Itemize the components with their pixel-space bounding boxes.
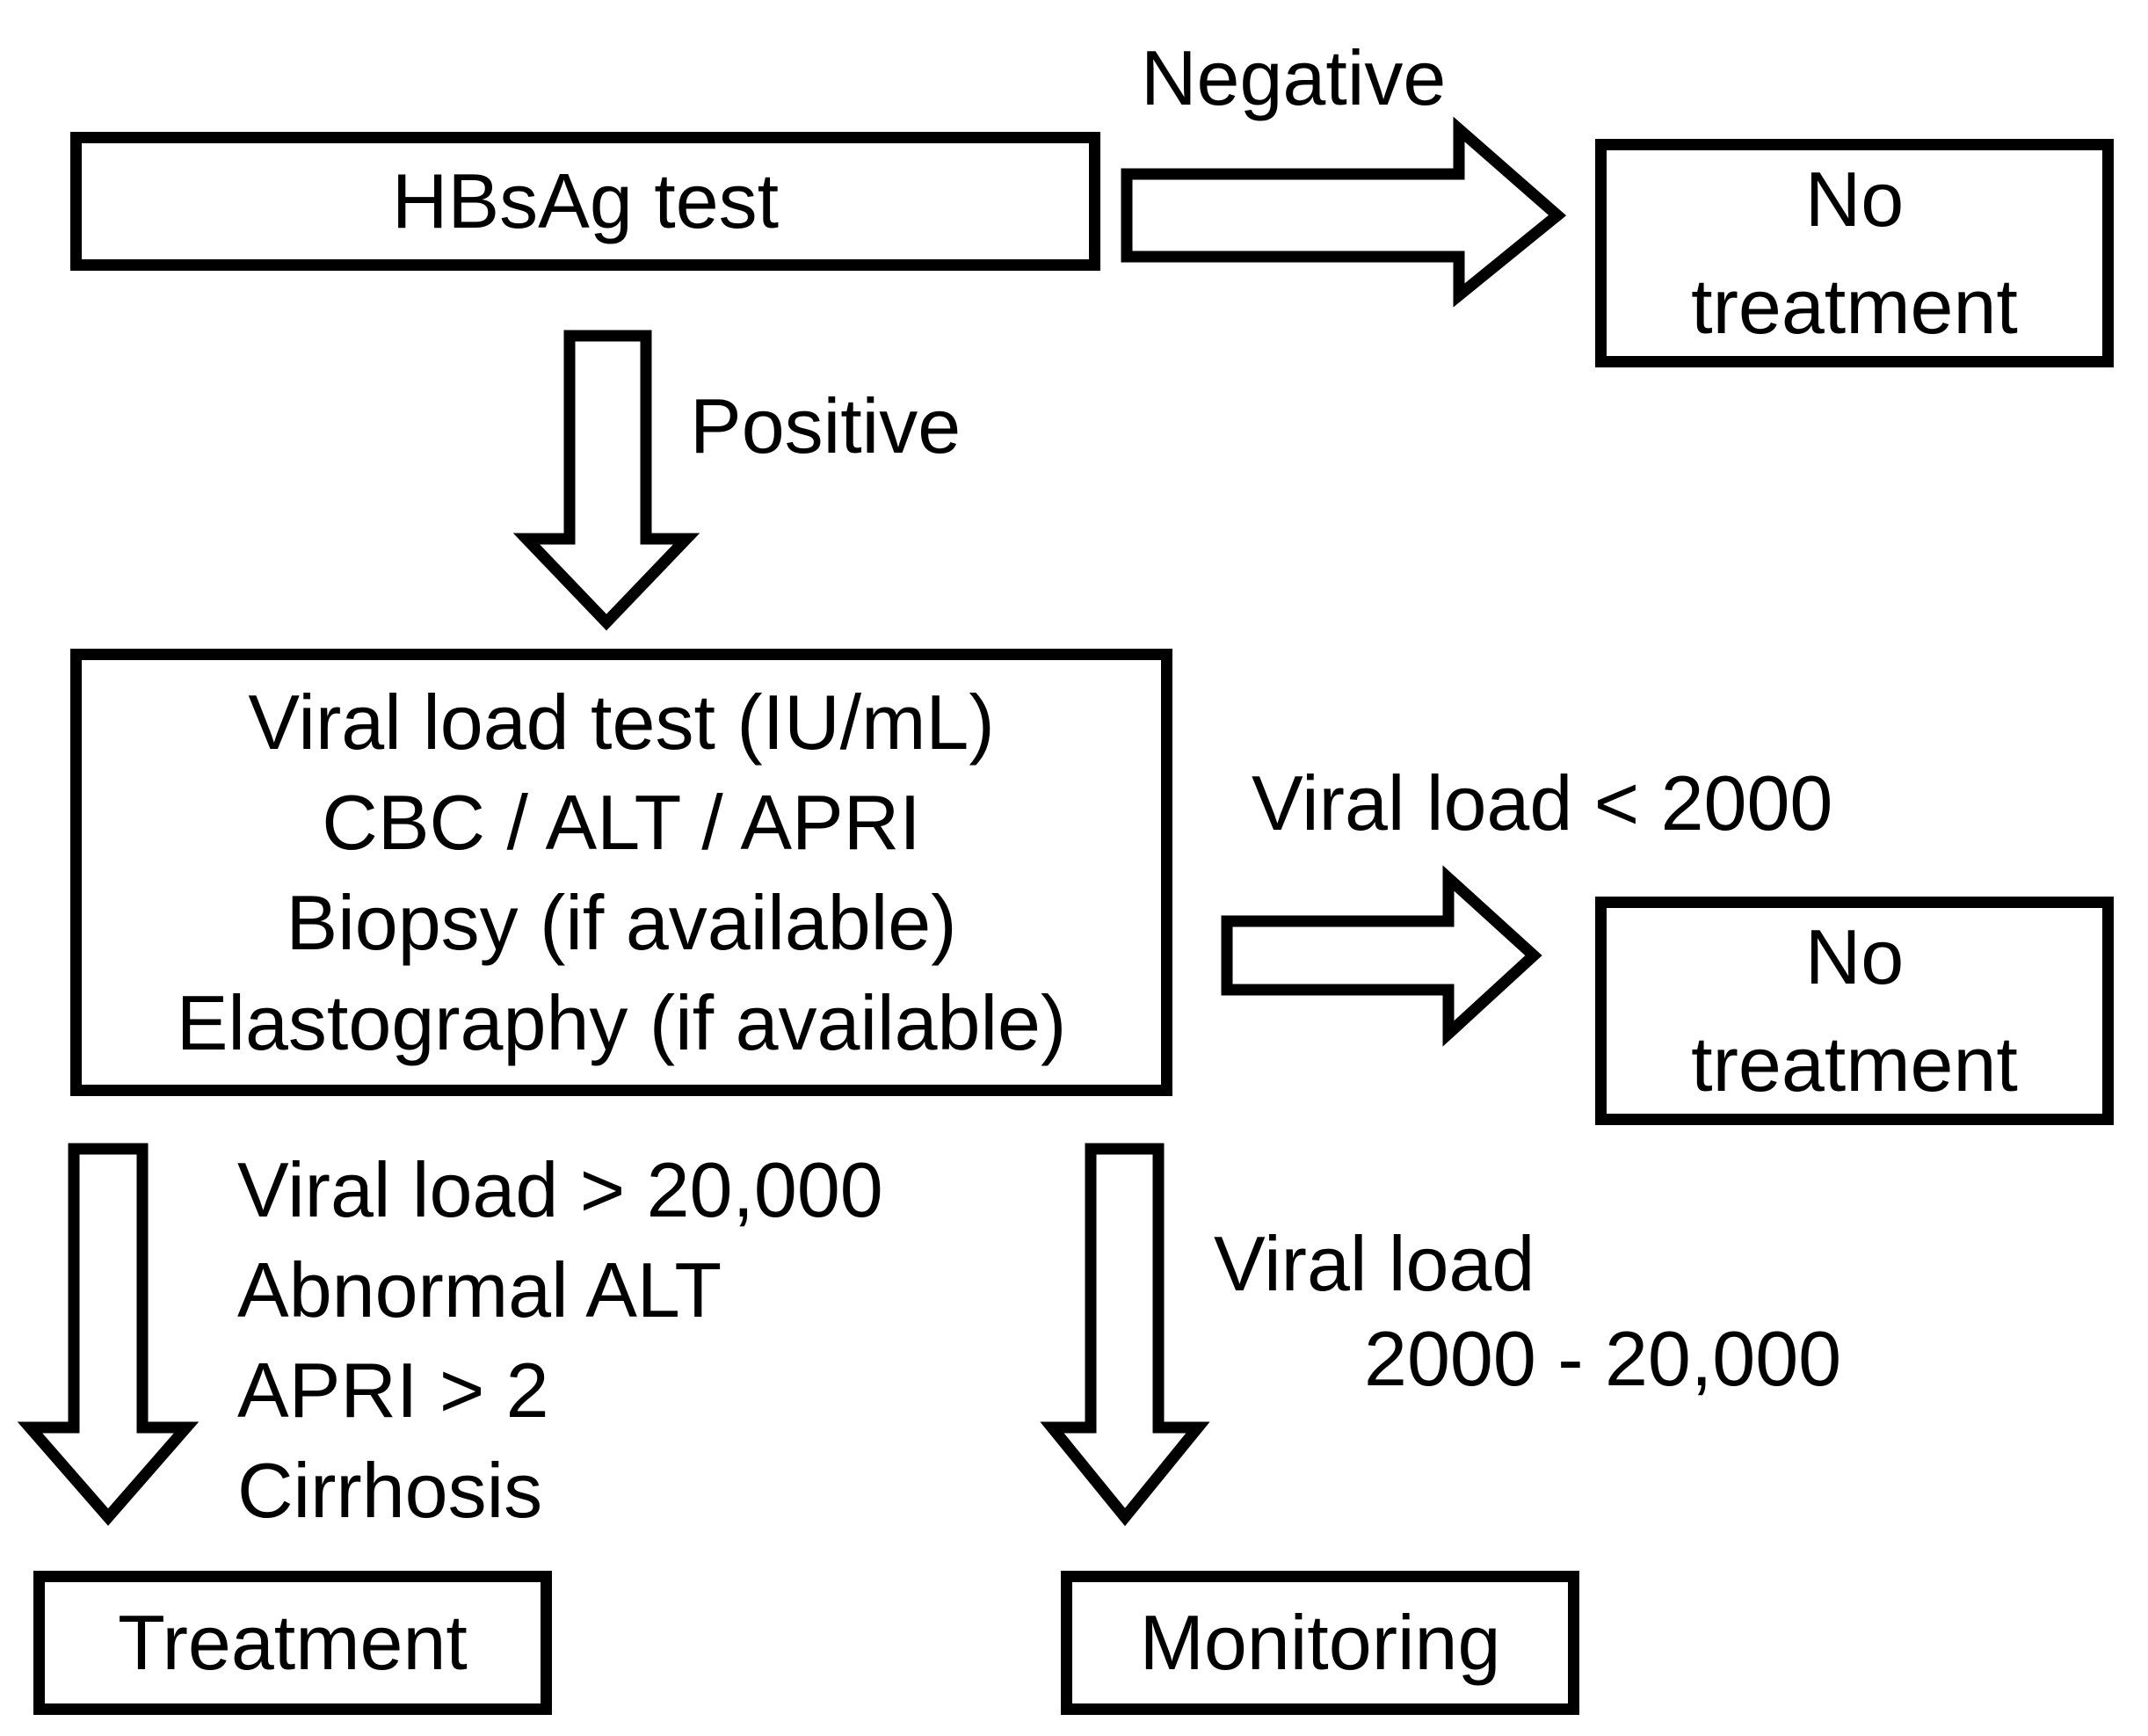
workup-line-elastography: Elastography (if available) — [176, 978, 1067, 1066]
treatment-arrow — [17, 1143, 200, 1526]
treatment-box: Treatment — [33, 1571, 552, 1715]
workup-line-cbc-alt-apri: CBC / ALT / APRI — [322, 778, 921, 866]
criteria-abnormal-alt: Abnormal ALT — [237, 1246, 722, 1333]
viral-load-low-label: Viral load < 2000 — [1252, 759, 1833, 846]
workup-line-biopsy: Biopsy (if available) — [286, 878, 957, 966]
no-treatment-top-line2: treatment — [1691, 263, 2018, 350]
positive-label: Positive — [690, 382, 962, 469]
treatment-label: Treatment — [118, 1599, 468, 1686]
hbsag-test-label: HBsAg test — [391, 157, 780, 244]
hbsag-test-box: HBsAg test — [70, 132, 1100, 271]
viral-load-mid-line1: Viral load — [1214, 1220, 1535, 1307]
negative-arrow — [1121, 116, 1567, 308]
monitoring-box: Monitoring — [1061, 1571, 1579, 1715]
criteria-cirrhosis: Cirrhosis — [237, 1447, 543, 1534]
no-treatment-right-box: No treatment — [1595, 897, 2114, 1125]
no-treatment-top-line1: No — [1804, 156, 1905, 243]
monitoring-arrow — [1040, 1143, 1210, 1527]
workup-line-viral-load-test: Viral load test (IU/mL) — [248, 678, 995, 766]
positive-arrow — [512, 330, 700, 631]
no-treatment-right-line1: No — [1804, 913, 1905, 1000]
criteria-viral-load: Viral load > 20,000 — [237, 1146, 883, 1233]
criteria-apri: APRI > 2 — [237, 1347, 549, 1434]
treatment-criteria-list: Viral load > 20,000 Abnormal ALT APRI > … — [237, 1140, 883, 1541]
no-treatment-top-box: No treatment — [1595, 139, 2114, 367]
viral-workup-box: Viral load test (IU/mL) CBC / ALT / APRI… — [70, 649, 1172, 1096]
no-treatment-right-line2: treatment — [1691, 1021, 2018, 1108]
viral-load-low-arrow — [1221, 865, 1542, 1047]
viral-load-mid-line2: 2000 - 20,000 — [1364, 1315, 1842, 1402]
monitoring-label: Monitoring — [1139, 1599, 1501, 1686]
negative-label: Negative — [1141, 34, 1447, 121]
